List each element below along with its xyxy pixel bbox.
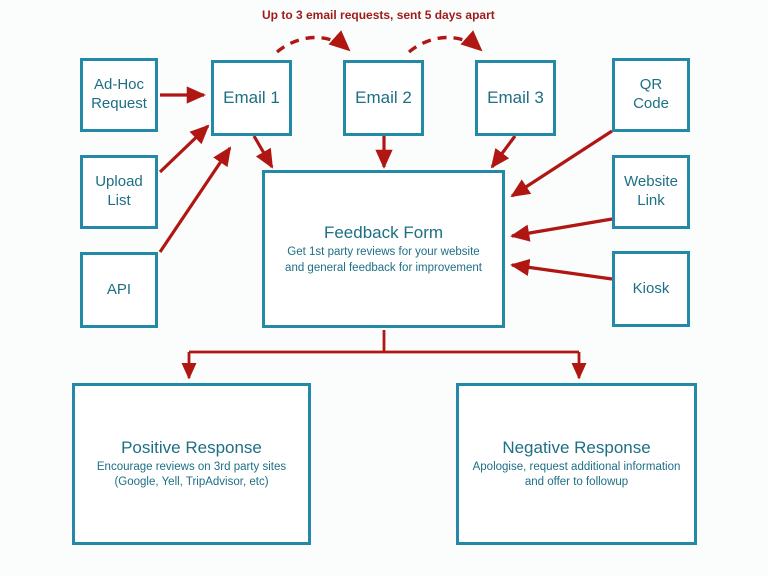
source-box-upload-list[interactable]: Upload List (80, 155, 158, 229)
arrow-email1-to-email2-dashed (275, 30, 351, 54)
positive-response-title: Positive Response (121, 438, 262, 458)
source-label-line2: List (107, 192, 131, 209)
feedback-form-title: Feedback Form (323, 222, 444, 242)
email-box-2[interactable]: Email 2 (343, 60, 424, 136)
positive-response-box[interactable]: Positive Response Encourage reviews on 3… (72, 383, 311, 545)
email-box-3[interactable]: Email 3 (475, 60, 556, 136)
arrow-api-to-email1 (158, 146, 232, 253)
feedback-form-sub-line2: and general feedback for improvement (285, 261, 482, 274)
source-box-ad-hoc-request[interactable]: Ad-Hoc Request (80, 58, 158, 132)
source-label-line2: Code (633, 95, 669, 112)
email-label: Email 2 (355, 88, 412, 108)
negative-response-sub-line2: and offer to followup (524, 476, 629, 489)
negative-response-box[interactable]: Negative Response Apologise, request add… (456, 383, 697, 545)
source-label-line1: Upload (95, 173, 143, 191)
negative-response-sub-line1: Apologise, request additional informatio… (472, 460, 681, 473)
positive-response-sub-line1: Encourage reviews on 3rd party sites (96, 460, 287, 473)
source-label-line2: Request (91, 95, 147, 112)
email-box-1[interactable]: Email 1 (211, 60, 292, 136)
source-label-line1: Ad-Hoc (93, 76, 145, 94)
arrow-email3-to-form (490, 135, 517, 169)
source-box-website-link[interactable]: Website Link (612, 155, 690, 229)
positive-response-sub-line2: (Google, Yell, TripAdvisor, etc) (114, 476, 269, 489)
source-label-line1: Website (624, 173, 678, 191)
negative-response-title: Negative Response (502, 438, 651, 458)
source-box-qr-code[interactable]: QR Code (612, 58, 690, 132)
feedback-form-box[interactable]: Feedback Form Get 1st party reviews for … (262, 170, 505, 328)
arrow-qrcode-to-form (510, 129, 613, 198)
source-label-line2: Link (637, 192, 665, 209)
arrow-upload-to-email1 (158, 124, 210, 174)
arrow-website-to-form (510, 217, 613, 242)
arrow-kiosk-to-form (510, 258, 613, 281)
source-label-line1: API (106, 280, 132, 298)
email-label: Email 1 (223, 88, 280, 108)
source-label-line1: QR (639, 76, 663, 94)
source-box-kiosk[interactable]: Kiosk (612, 251, 690, 327)
email-label: Email 3 (487, 88, 544, 108)
diagram-caption: Up to 3 email requests, sent 5 days apar… (262, 8, 495, 22)
arrow-email2-to-email3-dashed (407, 30, 483, 54)
source-box-api[interactable]: API (80, 252, 158, 328)
arrow-email1-to-form (252, 135, 274, 169)
feedback-form-sub-line1: Get 1st party reviews for your website (287, 246, 480, 259)
source-label-line1: Kiosk (632, 279, 670, 297)
